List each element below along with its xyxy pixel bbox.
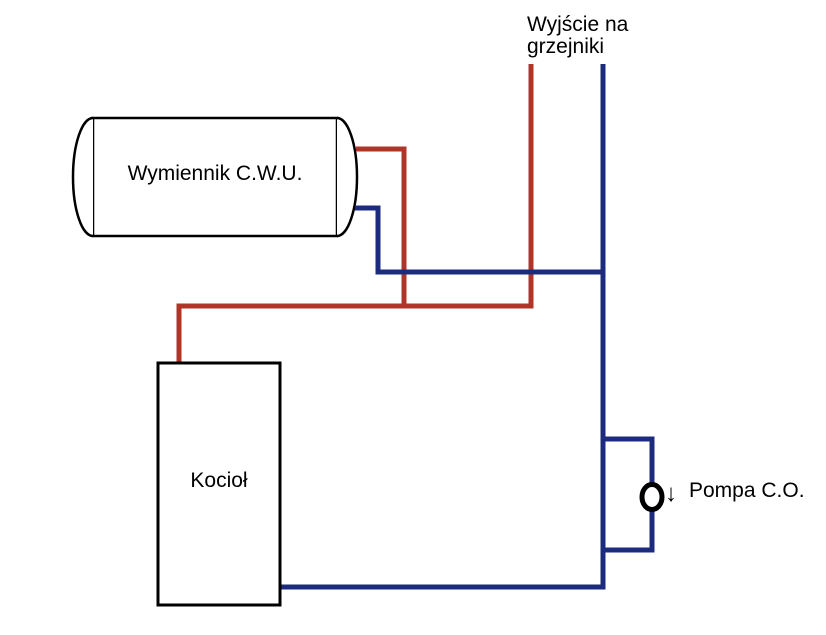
supply-pipe-exchanger-branch [356,146,407,306]
pump-flow-arrow-icon: ↓ [665,480,677,507]
supply-pipes [176,64,534,363]
return-pipe-exchanger-branch [355,205,603,275]
return-pipe-radiators-to-boiler [281,64,606,590]
pump-label: Pompa C.O. [689,479,805,502]
pump-circle [639,482,665,512]
supply-pipe-boiler-to-radiators [176,64,534,363]
dhw-exchanger-label: Wymiennik C.W.U. [127,162,303,185]
tank-left-cap [71,116,94,238]
boiler-box [156,361,282,607]
dhw-exchanger-tank [71,116,359,238]
tank-right-cap [336,116,359,238]
boiler-label: Kocioł [190,469,248,492]
radiators-output-label: Wyjście na grzejniki [527,13,629,58]
tank-body [91,116,339,238]
